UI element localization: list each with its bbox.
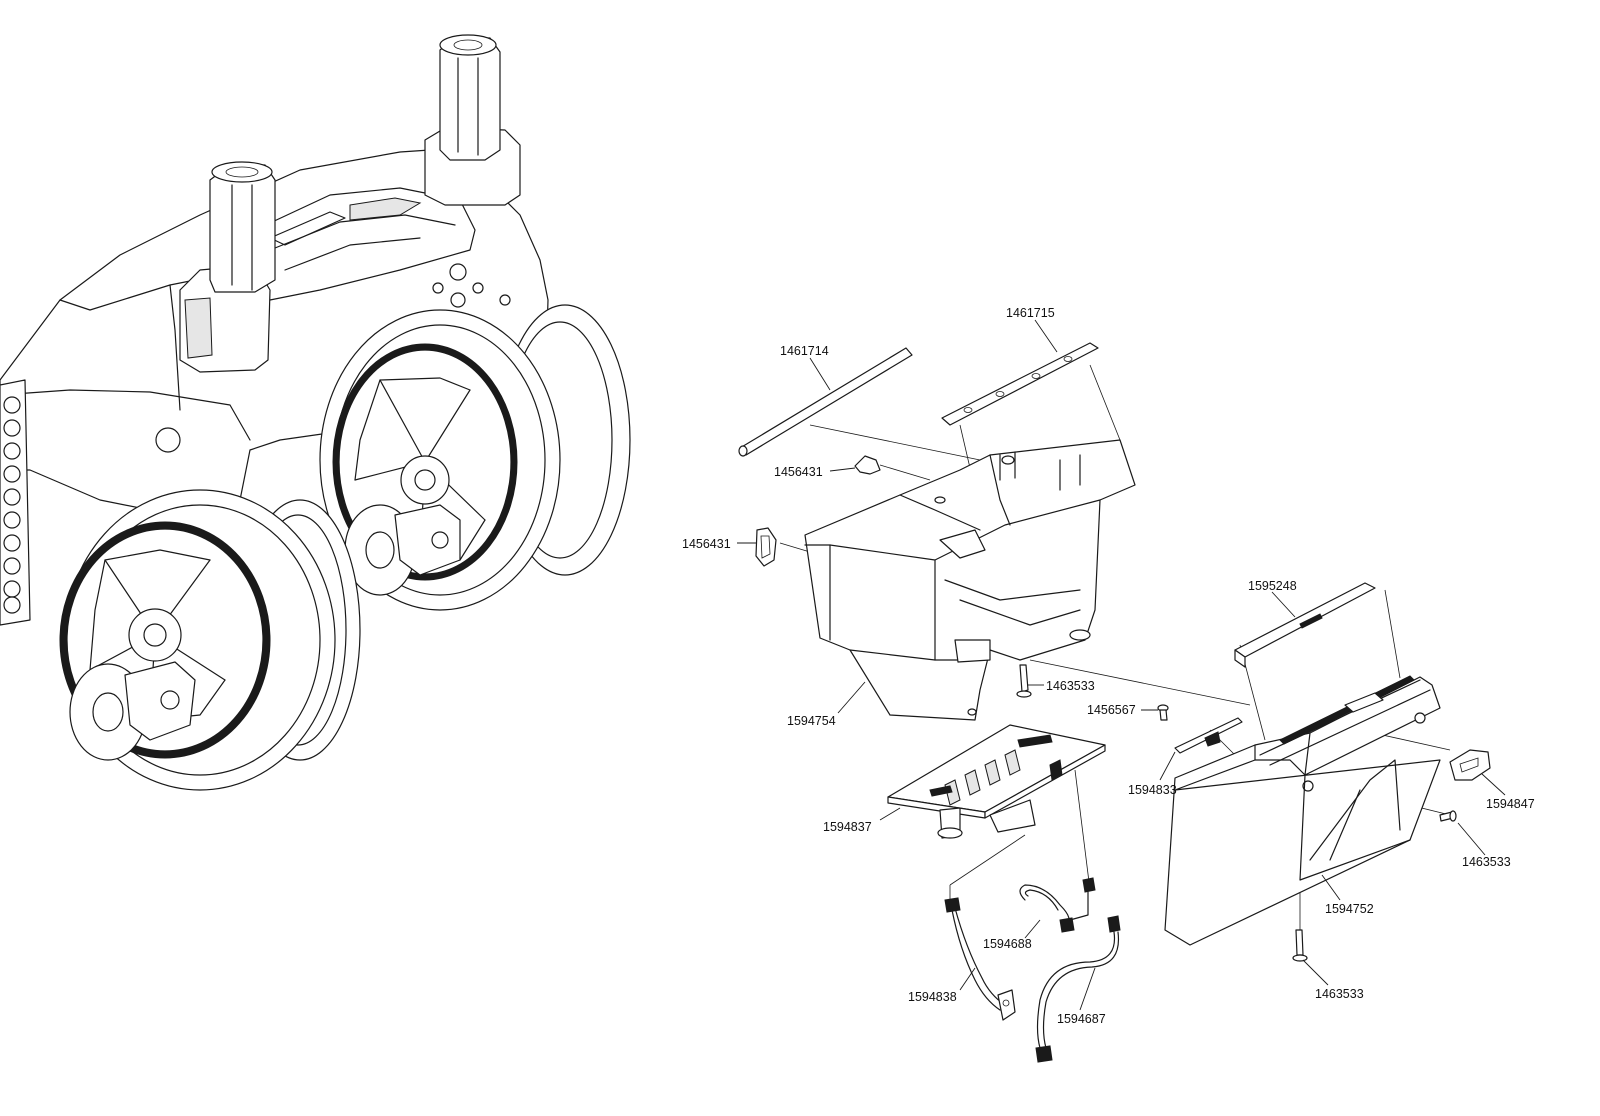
part-label-1463533-right: 1463533 [1462,855,1511,869]
callout-leaders [737,319,1506,1011]
assembled-chassis-drawing [0,34,631,791]
part-label-1594752: 1594752 [1325,902,1374,916]
battery-frame-part [804,439,1136,721]
clip-part-upper [854,455,881,475]
part-label-1461715: 1461715 [1006,306,1055,320]
clip-part-lower [755,527,777,567]
part-label-1456431-upper: 1456431 [774,465,823,479]
part-label-1594754: 1594754 [787,714,836,728]
bracket-part [1174,717,1243,754]
screw-part-right [1439,810,1457,822]
screw-part-small [1157,704,1169,721]
cap-part [1449,749,1491,781]
part-label-1594847: 1594847 [1486,797,1535,811]
cable-harness-part-loop [1019,877,1096,933]
front-caster [69,661,196,761]
part-label-1595248: 1595248 [1248,579,1297,593]
part-label-1463533-center: 1463533 [1046,679,1095,693]
cable-harness-part-long [1035,915,1121,1063]
column-left [179,161,276,373]
cover-part [1164,675,1441,946]
part-label-1594687: 1594687 [1057,1012,1106,1026]
column-right [424,34,521,206]
screw-part-bottom [1292,929,1308,962]
part-label-1456567: 1456567 [1087,703,1136,717]
part-label-1594833: 1594833 [1128,783,1177,797]
part-label-1594837: 1594837 [823,820,872,834]
rail-part [1234,582,1376,668]
side-bolt-row [0,379,31,626]
rod-part [738,347,913,457]
part-label-1463533-bottom: 1463533 [1315,987,1364,1001]
circuit-board-part [887,724,1106,839]
cable-harness-part-short [944,897,1016,1021]
screw-part-center [1016,664,1032,698]
part-label-1456431-lower: 1456431 [682,537,731,551]
part-number-labels: 1461714 1461715 1456431 1456431 1594754 … [682,306,1535,1026]
part-label-1461714: 1461714 [780,344,829,358]
part-label-1594838: 1594838 [908,990,957,1004]
mounting-strip-part [941,342,1099,426]
rear-caster [344,504,461,596]
part-label-1594688: 1594688 [983,937,1032,951]
